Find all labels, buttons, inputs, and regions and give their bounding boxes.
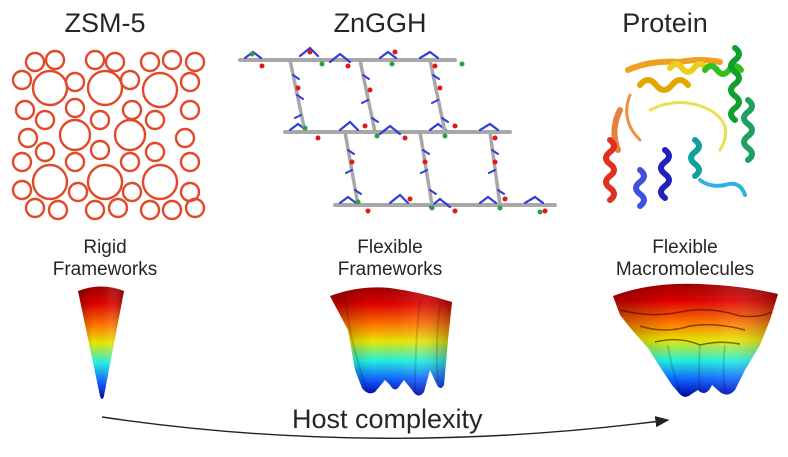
label-line: Rigid	[83, 237, 127, 258]
label-line: Frameworks	[52, 258, 158, 280]
host-complexity-label: Host complexity	[292, 404, 483, 434]
panel-title-zsm5: ZSM-5	[64, 8, 146, 38]
label-line: Flexible	[357, 237, 423, 258]
label-line: Macromolecules	[615, 258, 755, 280]
protein-ribbon-icon	[603, 45, 755, 209]
mof-framework-icon	[238, 46, 557, 215]
landscape-label-rigid: Rigid Frameworks	[35, 237, 175, 281]
single-funnel-energy-landscape-icon	[78, 286, 124, 399]
zeolite-rings	[11, 49, 206, 221]
landscape-label-flexible-frameworks: Flexible Frameworks	[315, 237, 465, 281]
panel-title-protein: Protein	[622, 8, 708, 38]
multi-well-energy-landscape-icon	[330, 287, 452, 396]
label-line: Frameworks	[337, 258, 443, 280]
zeolite-framework-icon	[11, 49, 206, 221]
rugged-energy-landscape-icon	[613, 283, 778, 397]
panel-title-znggh: ZnGGH	[333, 8, 427, 38]
landscape-label-macromolecules: Flexible Macromolecules	[600, 237, 770, 281]
curved-arrow-icon	[101, 416, 670, 439]
label-line: Flexible	[652, 237, 718, 258]
